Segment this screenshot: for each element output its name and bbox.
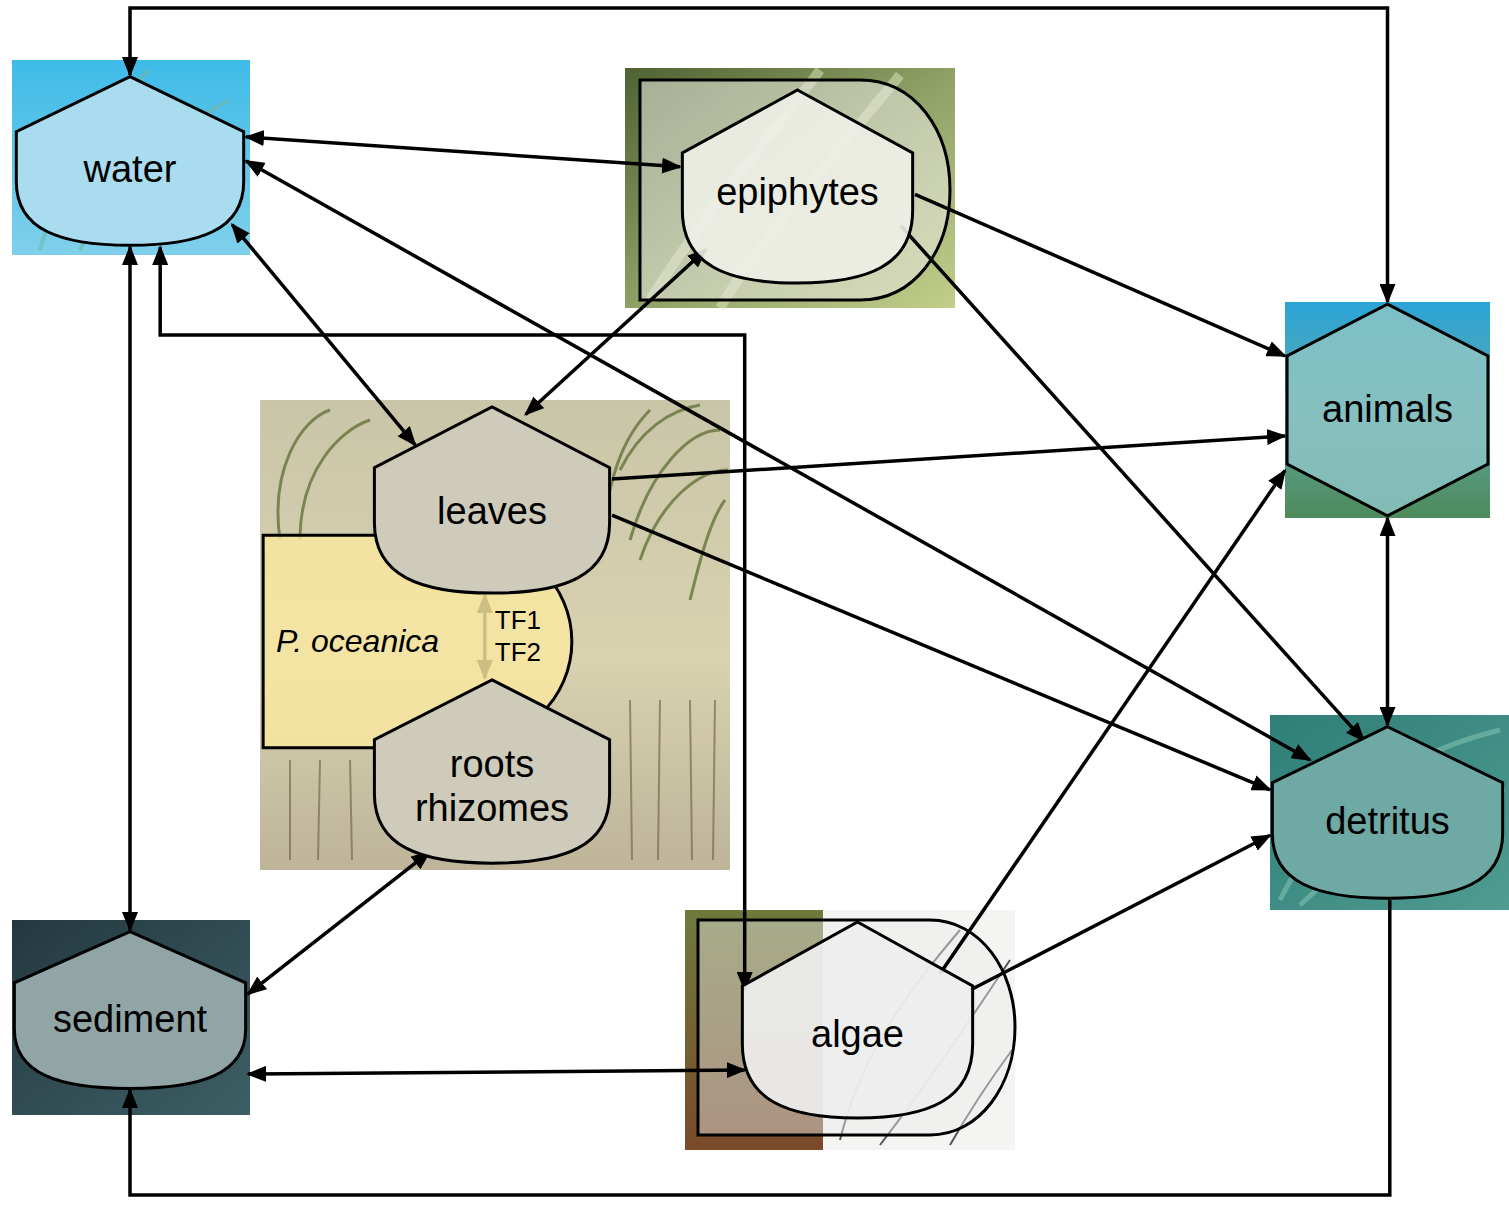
connector-arrow (1386, 518, 1390, 725)
node-label: leaves (437, 490, 547, 534)
detritus-node: detritus (1270, 725, 1505, 900)
algae-node: algae (740, 920, 975, 1120)
epiphytes-node: epiphytes (680, 88, 915, 285)
node-label: roots rhizomes (415, 743, 569, 830)
connector-arrow (915, 194, 1285, 356)
node-label: sediment (53, 998, 207, 1042)
connector-arrow (612, 436, 1285, 479)
edge-label: TF1 TF2 (495, 605, 541, 667)
connector-arrow (970, 835, 1270, 990)
node-label: epiphytes (716, 171, 879, 215)
connector-arrow (130, 8, 1388, 302)
node-label: water (84, 148, 177, 192)
connector-arrow (248, 1070, 745, 1074)
connector-arrow (246, 137, 680, 167)
sediment-node: sediment (12, 930, 248, 1090)
node-label: P. oceanica (276, 623, 439, 660)
animals-node: animals (1285, 302, 1490, 518)
connector-arrow (526, 250, 706, 415)
leaves-node: leaves (372, 405, 612, 595)
connector-arrow (248, 852, 430, 994)
node-label: detritus (1325, 800, 1450, 844)
connector-arrow (128, 247, 132, 930)
roots-node: roots rhizomes (372, 678, 612, 865)
node-label: algae (811, 1013, 904, 1057)
connector-arrow (612, 515, 1270, 790)
connector-arrow (940, 471, 1285, 975)
connector-arrow (160, 247, 745, 990)
connector-arrow (130, 900, 1390, 1195)
water-node: water (14, 75, 246, 247)
node-label: animals (1322, 388, 1453, 432)
